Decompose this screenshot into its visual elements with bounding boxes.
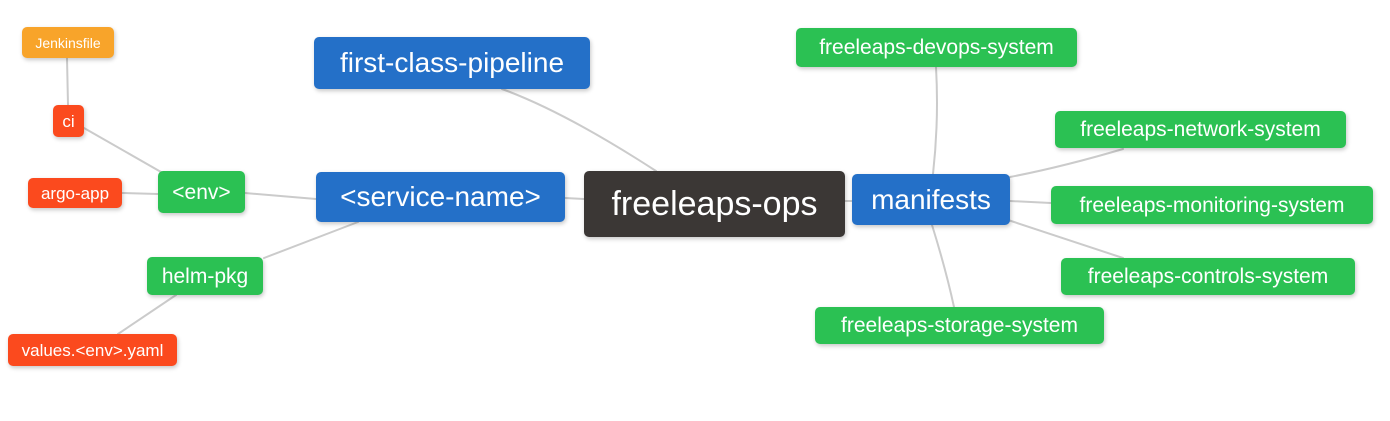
node-storage-system-label: freeleaps-storage-system: [841, 314, 1078, 337]
node-service-name[interactable]: <service-name>: [316, 172, 565, 222]
node-manifests[interactable]: manifests: [852, 174, 1010, 225]
edge-service-name-root: [564, 197, 585, 200]
node-values-env-yaml[interactable]: values.<env>.yaml: [8, 334, 177, 366]
node-first-class-pipeline-label: first-class-pipeline: [339, 47, 565, 78]
node-service-name-label: <service-name>: [340, 181, 541, 212]
edge-manifests-controls: [1007, 219, 1124, 259]
node-ci[interactable]: ci: [53, 105, 84, 137]
node-helm-pkg[interactable]: helm-pkg: [147, 257, 263, 295]
node-freeleaps-network-system[interactable]: freeleaps-network-system: [1055, 111, 1346, 148]
node-jenkinsfile-label: Jenkinsfile: [35, 34, 101, 51]
node-freeleaps-controls-system[interactable]: freeleaps-controls-system: [1061, 258, 1355, 295]
node-argo-app-label: argo-app: [40, 183, 110, 203]
edge-manifests-monitoring: [1009, 200, 1052, 204]
edge-helm-pkg-service-name: [263, 221, 359, 259]
node-argo-app[interactable]: argo-app: [28, 178, 122, 208]
node-freeleaps-storage-system[interactable]: freeleaps-storage-system: [815, 307, 1104, 344]
edge-manifests-network: [1009, 148, 1124, 178]
node-jenkinsfile[interactable]: Jenkinsfile: [22, 27, 114, 58]
node-env[interactable]: <env>: [158, 171, 245, 213]
node-ci-label: ci: [62, 111, 75, 131]
node-env-label: <env>: [172, 180, 231, 204]
edge-jenkinsfile-ci: [66, 57, 69, 106]
node-first-class-pipeline[interactable]: first-class-pipeline: [314, 37, 590, 89]
node-freeleaps-monitoring-system[interactable]: freeleaps-monitoring-system: [1051, 186, 1373, 224]
edge-pipeline-root: [501, 88, 657, 172]
edge-manifests-devops: [932, 66, 938, 175]
node-values-env-yaml-label: values.<env>.yaml: [21, 340, 164, 360]
node-controls-system-label: freeleaps-controls-system: [1087, 265, 1329, 288]
node-network-system-label: freeleaps-network-system: [1080, 118, 1321, 141]
node-monitoring-system-label: freeleaps-monitoring-system: [1079, 193, 1345, 217]
edge-manifests-storage: [931, 224, 955, 308]
edge-argo-app-env: [121, 192, 159, 195]
node-freeleaps-devops-system[interactable]: freeleaps-devops-system: [796, 28, 1077, 67]
node-freeleaps-ops-root[interactable]: freeleaps-ops: [584, 171, 845, 237]
node-freeleaps-ops-label: freeleaps-ops: [611, 185, 818, 223]
edge-helm-pkg-values: [117, 294, 177, 335]
node-manifests-label: manifests: [871, 183, 991, 215]
edge-env-service-name: [244, 192, 317, 200]
edge-ci-env: [83, 127, 169, 177]
node-devops-system-label: freeleaps-devops-system: [819, 36, 1054, 59]
node-helm-pkg-label: helm-pkg: [161, 264, 249, 288]
